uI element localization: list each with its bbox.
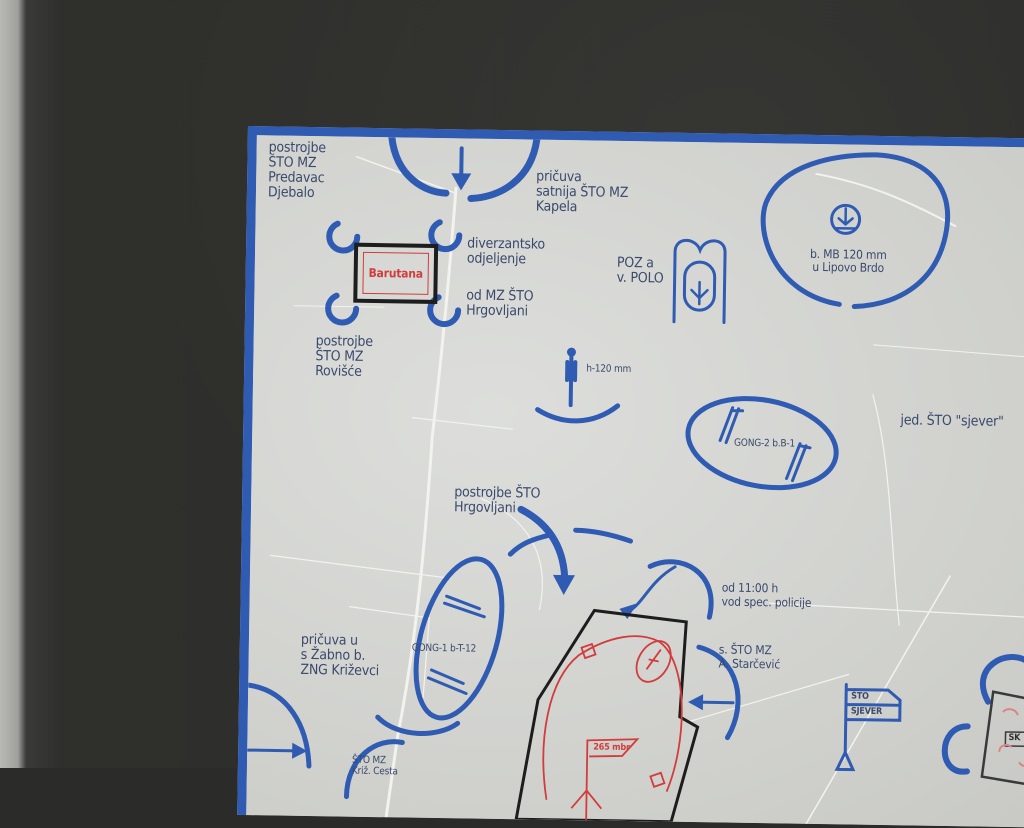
label-sk: SK <box>1008 733 1021 744</box>
enemy-aircraft-pos <box>635 640 672 683</box>
label-mb120: b. MB 120 mm u Lipovo Brdo <box>809 246 887 276</box>
spec-police-arc <box>647 559 714 620</box>
label-spec-policija: od 11:00 h vod spec. policije <box>721 580 812 610</box>
minor-road <box>873 344 1024 358</box>
label-starcevic: s. ŠTO MZ A. Starčević <box>718 642 781 672</box>
minor-road <box>269 554 451 579</box>
minor-road <box>348 606 430 699</box>
enemy-post <box>649 771 666 788</box>
corner-loop <box>326 219 361 254</box>
label-kapela: pričuva satnija ŠTO MZ Kapela <box>535 168 629 216</box>
mbr-flag <box>585 738 640 821</box>
minor-road <box>411 417 513 430</box>
arc-kapela-right <box>467 136 541 203</box>
barutana-inner-frame: Barutana <box>362 251 430 295</box>
poz-tree <box>690 280 709 306</box>
label-h120: h-120 mm <box>586 363 632 376</box>
sjever-flag <box>843 682 902 756</box>
arc-left <box>507 532 554 557</box>
gun-icon <box>718 406 745 445</box>
label-zabno: pričuva u s Žabno b. ZNG Križevci <box>300 631 380 680</box>
flag-label-sjever: SJEVER <box>850 706 883 718</box>
howitzer-base-arc <box>535 403 621 424</box>
enemy-position <box>514 608 700 824</box>
label-gong2: GONG-2 b.B-1 <box>733 437 796 450</box>
howitzer-icon <box>565 353 578 408</box>
sk-object <box>980 690 1024 790</box>
arc-kapela-left <box>388 135 450 197</box>
minor-road <box>872 394 900 626</box>
flag-label-sto: ŠTO <box>851 691 869 702</box>
gun-icon <box>785 442 812 483</box>
mortar-icon-glyph <box>834 207 857 230</box>
minor-road <box>293 305 385 308</box>
enemy-outline <box>542 635 683 800</box>
starcevic-arrow <box>696 700 735 705</box>
barutana-label: Barutana <box>368 265 423 281</box>
aircraft-icon <box>645 649 662 670</box>
arrowhead <box>451 173 472 191</box>
arrowhead <box>292 742 308 759</box>
hrgovljani-arrow <box>517 505 569 589</box>
corner-loop <box>427 293 462 328</box>
enemy-post <box>580 642 597 660</box>
unit-symbols <box>246 135 1024 800</box>
lower-arc <box>375 714 461 736</box>
label-hrgovljani-mz: od MZ ŠTO Hrgovljani <box>466 287 534 320</box>
zabno-arc <box>246 682 312 769</box>
minor-road <box>815 172 957 228</box>
label-sjever-unit: jed. ŠTO "sjever" <box>900 412 1004 430</box>
corner-loop <box>428 218 463 253</box>
zabno-arrow <box>246 748 299 753</box>
flag-triangle <box>834 748 856 772</box>
label-rovisce: postrojbe ŠTO MZ Rovišće <box>315 333 373 380</box>
howitzer-icon-top <box>566 347 576 357</box>
gong1-ellipse <box>413 556 505 721</box>
gun-icon <box>426 668 468 695</box>
tactical-map-poster: Barutana postrojbe ŠTO MZ Predavac Djeba… <box>237 126 1024 828</box>
gun-icon <box>443 594 486 619</box>
barutana-object: Barutana <box>353 242 439 304</box>
poz-shield <box>682 260 717 312</box>
starcevic-arc <box>696 644 741 741</box>
corner-loop <box>325 291 360 326</box>
gong2-ellipse <box>685 396 839 491</box>
label-predavac: postrojbe ŠTO MZ Predavac Djebalo <box>267 139 327 202</box>
sk-box <box>1004 731 1024 748</box>
arrowhead <box>619 603 638 620</box>
mb120-ring <box>760 152 950 310</box>
arrowhead <box>552 574 575 596</box>
arc-right <box>573 527 634 544</box>
label-poz: POZ a v. POLO <box>616 254 664 287</box>
label-gong1: GONG-1 b-T-12 <box>411 642 477 655</box>
mortar-icon <box>830 203 862 235</box>
label-kriz-cesta: ŠTO MZ Križ. Cesta <box>351 754 398 778</box>
minor-road <box>687 673 850 723</box>
label-diverzantsko: diverzantsko odjeljenje <box>466 235 546 268</box>
minor-road <box>768 602 1024 618</box>
label-mbr: 265 mbr <box>593 742 630 754</box>
poz-symbol <box>672 238 727 325</box>
main-road <box>384 186 458 819</box>
map-graphics <box>246 135 1024 825</box>
label-hrgovljani-postrojbe: postrojbe ŠTO Hrgovljani <box>453 484 541 517</box>
minor-road <box>480 498 543 611</box>
sk-loop <box>979 654 1024 705</box>
arrowhead <box>688 694 704 711</box>
sk-loop <box>941 723 971 775</box>
